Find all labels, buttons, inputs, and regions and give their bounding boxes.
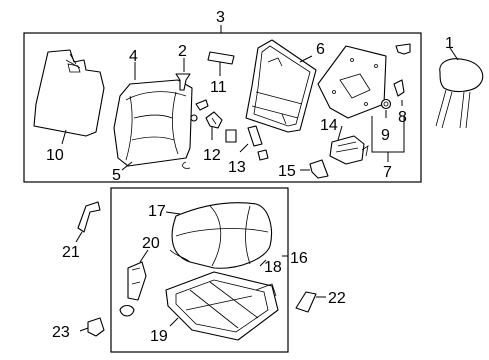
callout-1: 1 <box>445 35 454 52</box>
part-17-cushion <box>169 202 273 269</box>
callout-14: 14 <box>320 117 338 134</box>
part-11-bar <box>207 51 235 65</box>
part-21-hinge <box>77 201 101 233</box>
part-2-clip <box>175 73 191 91</box>
part-8-fastener <box>393 43 411 97</box>
callout-22: 22 <box>328 290 346 307</box>
callout-16: 16 <box>290 250 308 267</box>
callout-12: 12 <box>203 147 221 164</box>
callout-17: 17 <box>148 203 166 220</box>
part-20-bracket <box>127 261 147 301</box>
callout-13: 13 <box>228 159 246 176</box>
cushion-group-frame <box>110 187 289 353</box>
part-6-seatback-frame <box>245 39 317 133</box>
part-9-nut <box>380 98 392 110</box>
callout-5: 5 <box>112 167 121 184</box>
callout-19: 19 <box>150 328 168 345</box>
callout-7: 7 <box>383 164 392 181</box>
callout-10: 10 <box>46 147 64 164</box>
callout-11: 11 <box>210 79 227 96</box>
callout-15: 15 <box>278 163 296 180</box>
part-7-panel <box>317 45 387 119</box>
callout-9: 9 <box>381 127 390 144</box>
part-14-latch <box>329 135 369 165</box>
callout-3: 3 <box>216 9 225 26</box>
seatback-group-frame <box>23 32 422 183</box>
part-15-bracket <box>309 159 329 179</box>
callout-18: 18 <box>264 259 282 276</box>
part-23-clip <box>87 317 105 337</box>
part-12-bracket <box>205 111 223 129</box>
part-small-clips <box>182 99 209 169</box>
part-10-back-board <box>33 49 105 137</box>
part-19-cushion-frame <box>165 271 279 341</box>
callout-23: 23 <box>52 324 70 341</box>
callout-2: 2 <box>178 43 187 60</box>
callout-6: 6 <box>316 41 325 58</box>
part-5-seatback-cover <box>113 79 193 167</box>
part-1-headrest <box>435 58 484 129</box>
callout-8: 8 <box>398 109 407 126</box>
callout-21: 21 <box>62 244 80 261</box>
part-22-bracket <box>295 291 317 313</box>
callout-4: 4 <box>129 48 138 65</box>
part-grommet <box>119 304 135 317</box>
part-13-pins <box>225 125 269 161</box>
callout-20: 20 <box>142 235 160 252</box>
